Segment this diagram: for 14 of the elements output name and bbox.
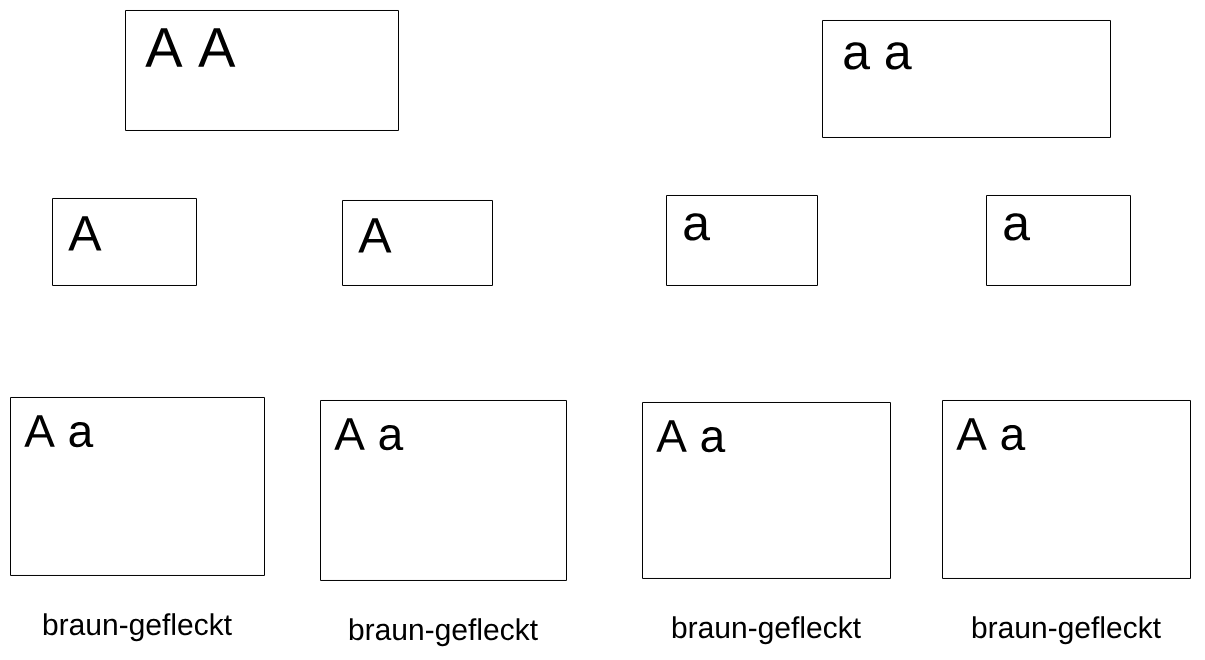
gene-box: a	[666, 195, 818, 286]
caption-text: braun-gefleckt	[43, 613, 232, 642]
gene-box: A a	[10, 397, 265, 576]
caption-text: braun-gefleckt	[972, 616, 1161, 645]
gene-box: A	[52, 198, 197, 286]
gene-box: a a	[822, 20, 1111, 138]
caption-text: braun-gefleckt	[672, 616, 861, 645]
gene-box: A a	[642, 402, 891, 579]
gene-box: a	[986, 195, 1131, 286]
caption-text: braun-gefleckt	[349, 618, 538, 647]
gene-box: A A	[125, 10, 399, 131]
gene-box: A a	[320, 400, 567, 581]
gene-box: A	[342, 200, 493, 286]
gene-box: A a	[942, 400, 1191, 579]
